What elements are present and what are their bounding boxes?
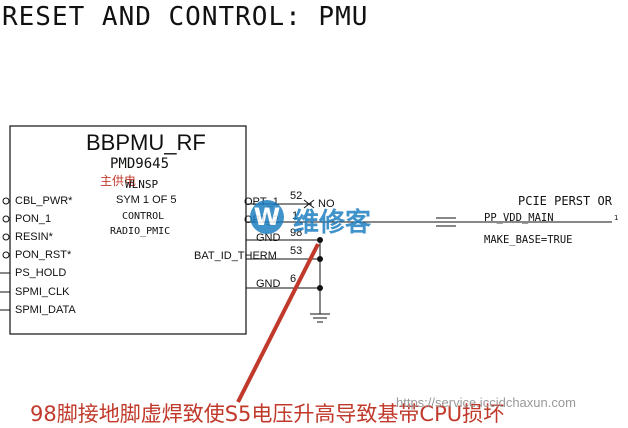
pin-spmi-data: SPMI_DATA [15, 304, 76, 316]
annotation-arrow [236, 243, 320, 403]
url-watermark: https://service.iccidchaxun.com [396, 395, 576, 410]
chip-sub-label: WLNSP [125, 178, 159, 191]
pin-resin: RESIN* [15, 231, 53, 243]
net-pp-vdd-main: PP_VDD_MAIN [484, 212, 554, 224]
chip-part: PMD9645 [110, 156, 170, 172]
chip-tag-red: 主供电 [100, 174, 137, 188]
pin-gnd-1: GND [256, 232, 281, 244]
pin-gnd-2: GND [256, 278, 281, 290]
chip-name: BBPMU_RF [86, 130, 206, 155]
pin-bat-id-therm: BAT_ID_THERM [194, 250, 277, 262]
page-title: RESET AND CONTROL: PMU [2, 2, 369, 32]
net-end-pin: 1 [614, 214, 619, 222]
pin-number-52: 52 [290, 190, 303, 202]
net-make-base: MAKE_BASE=TRUE [484, 234, 573, 246]
chip-func-radio: RADIO_PMIC [110, 226, 171, 237]
left-pin-stubs [0, 197, 10, 311]
net-pcie-perst: PCIE PERST OR [518, 194, 612, 208]
pin-number-6: 6 [290, 273, 297, 285]
pin-spmi-clk: SPMI_CLK [15, 286, 70, 298]
pin-number-1: 1 [292, 210, 299, 222]
no-connect-label: NO [318, 198, 335, 210]
chip-func-control: CONTROL [122, 211, 165, 222]
pin-cbl-pwr: CBL_PWR* [15, 195, 73, 207]
pin-pon-rst: PON_RST* [15, 249, 72, 261]
brand-watermark: 维修客 [293, 208, 372, 238]
pin-pon-1: PON_1 [15, 213, 52, 225]
junction-dots [317, 237, 323, 291]
brand-logo: W [250, 200, 284, 234]
pin-ps-hold: PS_HOLD [15, 267, 67, 279]
pin-number-53: 53 [290, 245, 303, 257]
pin-number-98: 98 [290, 227, 303, 239]
chip-sym: SYM 1 OF 5 [116, 194, 177, 206]
chip-outline [9, 125, 247, 335]
